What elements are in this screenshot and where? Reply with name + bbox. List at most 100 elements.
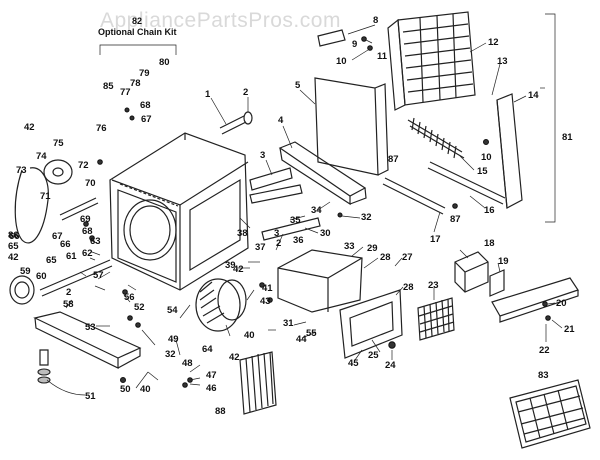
hardware-bits (83, 36, 551, 388)
callout-80: 80 (159, 57, 170, 68)
callout-32-left: 32 (165, 349, 176, 360)
callout-35: 35 (290, 215, 301, 226)
bracket-19 (489, 269, 505, 297)
callout-28-top: 28 (380, 252, 391, 263)
callout-23: 23 (428, 280, 439, 291)
shaft-70 (59, 197, 99, 221)
cabinet-housing (109, 132, 249, 291)
leader-lines (46, 24, 563, 396)
callout-30: 30 (320, 228, 331, 239)
callout-29: 29 (367, 243, 378, 254)
callout-58: 58 (63, 299, 74, 310)
filter-grid-23 (417, 297, 455, 341)
callout-52: 52 (134, 302, 145, 313)
kit-number: 82 (132, 16, 142, 26)
distribution-spring (407, 117, 465, 159)
callout-24: 24 (385, 360, 396, 371)
wheel-59 (9, 275, 35, 305)
callout-42-left: 42 (8, 252, 19, 263)
callout-62: 62 (82, 248, 93, 259)
callout-66-mid: 66 (60, 239, 71, 250)
callout-67-top: 67 (141, 114, 152, 125)
callout-28-right: 28 (403, 282, 414, 293)
callout-81: 81 (562, 132, 573, 143)
callout-8: 8 (373, 15, 378, 26)
channel-3 (249, 167, 303, 204)
callout-50: 50 (120, 384, 131, 395)
callout-48: 48 (182, 358, 193, 369)
callout-31: 31 (283, 318, 294, 329)
callout-42-top-left: 42 (24, 122, 35, 133)
callout-34: 34 (311, 205, 322, 216)
callout-46: 46 (206, 383, 217, 394)
callout-66-left: 66 (9, 231, 20, 242)
pulley-75 (43, 159, 73, 185)
callout-45: 45 (348, 358, 359, 369)
callout-22: 22 (539, 345, 550, 356)
front-grille-83 (509, 379, 591, 449)
callout-27: 27 (402, 252, 413, 263)
callout-1: 1 (205, 89, 211, 100)
callout-85: 85 (103, 81, 114, 92)
callout-43: 43 (260, 296, 271, 307)
callout-18: 18 (484, 238, 495, 249)
bolt-1-2 (219, 111, 253, 135)
callout-56: 56 (124, 292, 135, 303)
cooling-pad (314, 77, 389, 176)
callout-5: 5 (295, 80, 301, 91)
bracket-81 (545, 13, 556, 223)
connector-8 (317, 29, 346, 47)
callout-25: 25 (368, 350, 379, 361)
callout-12: 12 (488, 37, 499, 48)
callout-60: 60 (36, 271, 47, 282)
callout-36: 36 (293, 235, 304, 246)
callout-3-top: 3 (260, 150, 265, 161)
callout-16: 16 (484, 205, 495, 216)
rods (382, 161, 506, 215)
side-rail (496, 93, 523, 209)
callout-76: 76 (96, 123, 107, 134)
callout-20: 20 (556, 298, 567, 309)
callout-75: 75 (53, 138, 64, 149)
pad-88 (239, 351, 277, 415)
callout-32-right: 32 (361, 212, 372, 223)
callout-33: 33 (344, 241, 355, 252)
motor-18 (454, 251, 489, 293)
callout-40-bottom: 40 (140, 384, 151, 395)
callout-2-left: 2 (66, 287, 71, 298)
callout-47: 47 (206, 370, 217, 381)
kit-bracket (99, 44, 177, 55)
base-rail (491, 277, 579, 323)
callout-72: 72 (78, 160, 89, 171)
callout-21: 21 (564, 324, 575, 335)
callout-65-left: 65 (8, 241, 19, 252)
callout-64: 64 (202, 344, 213, 355)
callout-55: 55 (306, 328, 317, 339)
callout-79: 79 (139, 68, 150, 79)
callout-53: 53 (85, 322, 96, 333)
callout-59: 59 (20, 266, 31, 277)
callout-88: 88 (215, 406, 226, 417)
callout-19: 19 (498, 256, 509, 267)
callout-42-mid: 42 (233, 264, 244, 275)
callout-73: 73 (16, 165, 27, 176)
callout-61: 61 (66, 251, 77, 262)
callout-68-top: 68 (140, 100, 151, 111)
callout-74: 74 (36, 151, 47, 162)
callout-13: 13 (497, 56, 508, 67)
callout-15: 15 (477, 166, 488, 177)
callout-38: 38 (237, 228, 248, 239)
callout-63: 63 (90, 236, 101, 247)
callout-39: 39 (225, 260, 236, 271)
callout-41: 41 (262, 283, 273, 294)
callout-70: 70 (85, 178, 96, 189)
callout-37: 37 (255, 242, 266, 253)
callout-78: 78 (130, 78, 141, 89)
base-pan (33, 311, 142, 369)
callout-83: 83 (538, 370, 549, 381)
callout-67-left: 67 (52, 231, 63, 242)
callout-40-mid: 40 (244, 330, 255, 341)
callout-69: 69 (80, 214, 91, 225)
callout-11: 11 (377, 51, 388, 62)
callout-71: 71 (40, 191, 51, 202)
